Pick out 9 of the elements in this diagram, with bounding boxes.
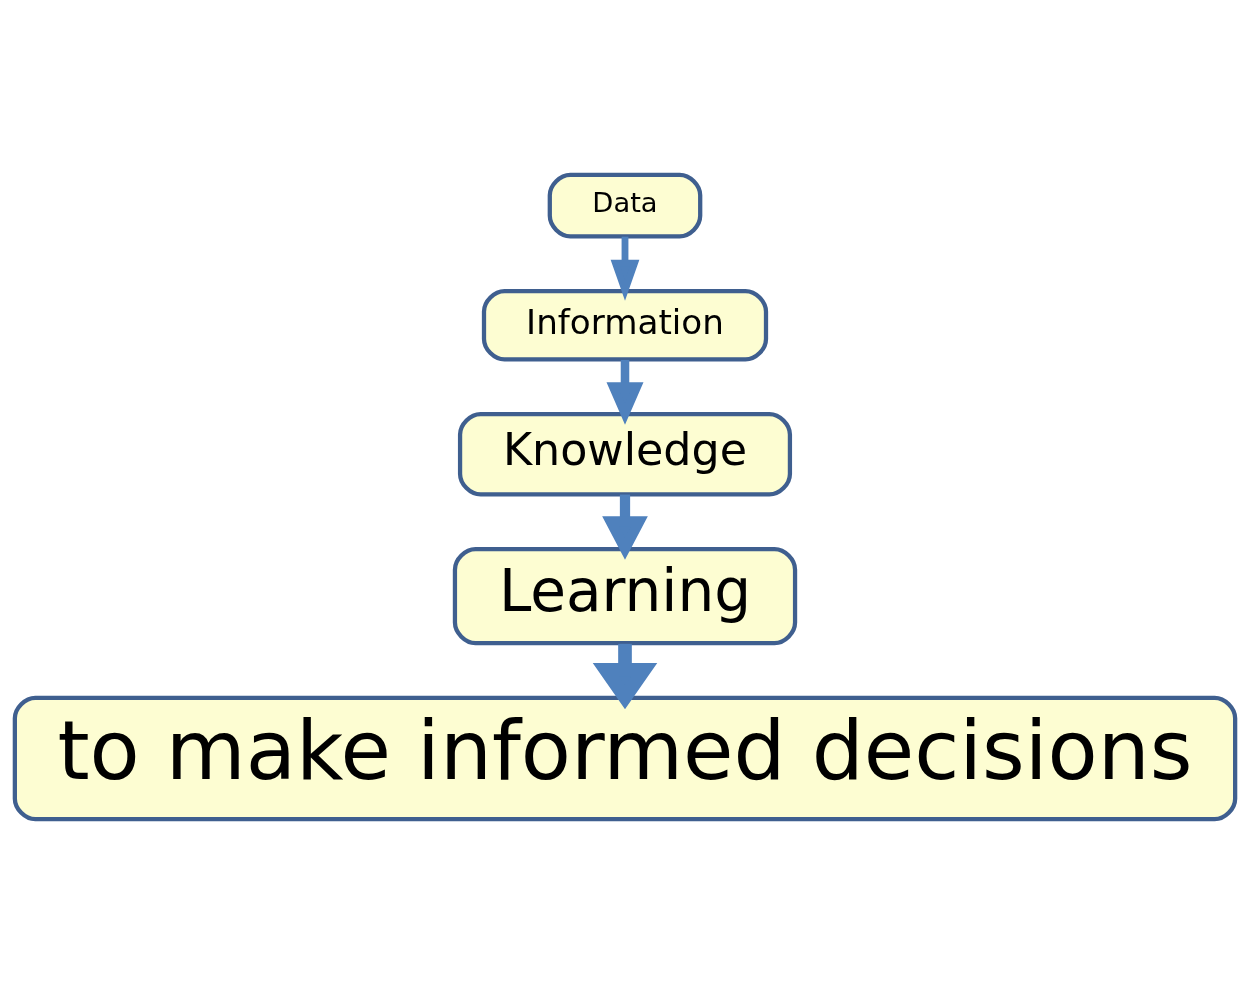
node-box: Information: [481, 288, 769, 362]
node-box: Learning: [452, 546, 798, 645]
arrow: [592, 643, 658, 709]
node-box: Knowledge: [457, 411, 793, 497]
node-box: Data: [547, 172, 703, 238]
arrow: [602, 494, 648, 560]
node-box: to make informed decisions: [12, 695, 1238, 821]
arrow: [606, 359, 644, 425]
arrow: [610, 236, 640, 301]
